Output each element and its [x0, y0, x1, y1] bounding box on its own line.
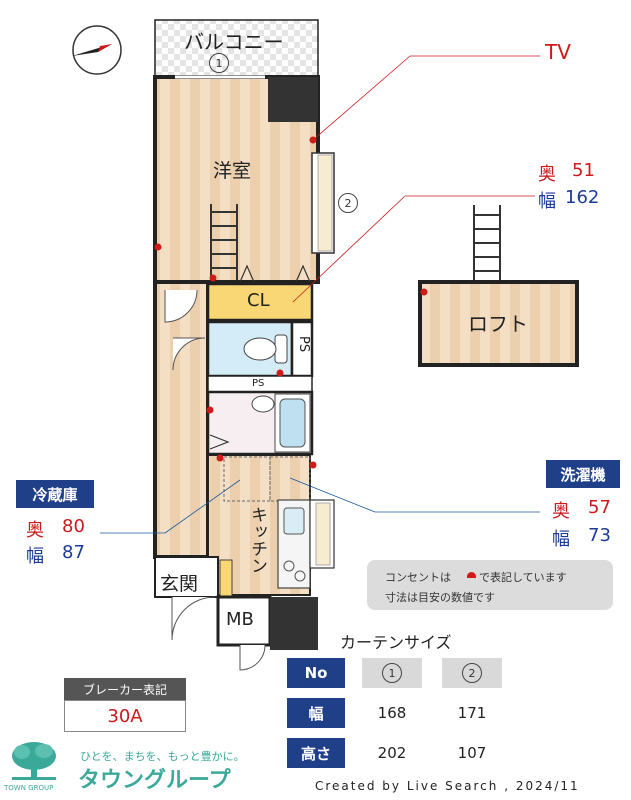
ps-vertical-label: PS: [296, 336, 311, 353]
balcony-area: [154, 19, 319, 78]
washer-space: [269, 456, 311, 502]
balcony-label: バルコニー: [184, 30, 284, 54]
entrance-label: 玄関: [160, 573, 199, 595]
ladder-icon: [210, 204, 238, 280]
toilet-icon: [243, 334, 288, 364]
fridge-depth-label: 奥: [26, 520, 44, 541]
loft-label: ロフト: [468, 312, 528, 336]
washer-width-value: 73: [588, 525, 611, 546]
fridge-width-value: 87: [62, 542, 85, 563]
western-room-label: 洋室: [213, 160, 252, 182]
curtain-header-width: 幅: [287, 698, 345, 728]
closet-label: CL: [247, 290, 270, 311]
note-line2: 寸法は目安の数値です: [385, 591, 495, 604]
mb-label: MB: [226, 609, 254, 630]
curtain-no-2: 2: [462, 663, 482, 683]
curtain-title: カーテンサイズ: [340, 633, 452, 652]
closet-callout-line: [292, 195, 406, 303]
window-marker-2: 2: [338, 193, 358, 213]
curtain-no-1-cell: 1: [362, 658, 422, 688]
curtain-width-2: 171: [457, 704, 487, 722]
curtain-width-1: 168: [377, 704, 407, 722]
closet-area: [206, 282, 314, 322]
curtain-no-1: 1: [382, 663, 402, 683]
tv-callout-line: [312, 55, 411, 141]
washer-title: 洗濯機: [546, 460, 620, 488]
legend-note: コンセントは で表記しています 寸法は目安の数値です: [367, 560, 613, 610]
note-line1-b: で表記しています: [479, 571, 567, 584]
pillar-bottom: [270, 597, 318, 650]
curtain-header-no: No: [287, 658, 345, 688]
company-small-name: TOWN GROUP: [4, 784, 54, 792]
curtain-header-height: 高さ: [287, 738, 345, 768]
kitchen-label: キッチン: [247, 506, 267, 574]
washer-depth-label: 奥: [552, 501, 570, 522]
washer-callout-line: [289, 477, 376, 513]
company-name: タウングループ: [78, 768, 231, 793]
kitchen-sink-icon: [283, 507, 305, 535]
closet-width-label: 幅: [538, 191, 556, 212]
outlet-legend-icon: [467, 572, 476, 578]
shoe-box: [219, 559, 233, 597]
entrance-area: [154, 556, 219, 598]
breaker-value: 30A: [64, 700, 186, 732]
bathtub-icon: [279, 398, 306, 448]
credit-text: Created by Live Search , 2024/11: [315, 779, 580, 793]
pillar: [268, 77, 318, 122]
hallway-area: [153, 280, 210, 559]
closet-depth-label: 奥: [538, 164, 556, 185]
fridge-title: 冷蔵庫: [16, 480, 94, 508]
ps-horizontal-label: PS: [252, 378, 265, 389]
fridge-depth-value: 80: [62, 516, 85, 537]
stove-icon: [283, 560, 295, 572]
washer-width-label: 幅: [552, 529, 570, 550]
closet-depth-value: 51: [572, 160, 595, 181]
tree-logo-icon: [12, 742, 56, 780]
fridge-width-label: 幅: [26, 546, 44, 567]
tv-label: TV: [545, 40, 571, 64]
window-marker-1: 1: [209, 53, 229, 73]
loft-area: [418, 280, 579, 367]
note-line1-a: コンセントは: [385, 571, 451, 584]
curtain-no-2-cell: 2: [442, 658, 502, 688]
washer-depth-value: 57: [588, 497, 611, 518]
closet-width-value: 162: [565, 187, 600, 208]
curtain-height-1: 202: [377, 744, 407, 762]
compass-icon: [72, 25, 122, 75]
curtain-height-2: 107: [457, 744, 487, 762]
sink-icon: [251, 395, 275, 413]
breaker-title: ブレーカー表記: [64, 678, 186, 700]
company-tagline: ひとを、まちを、もっと豊かに。: [80, 750, 245, 763]
outlet-markers: [154, 136, 428, 469]
loft-ladder-icon: [473, 205, 501, 282]
